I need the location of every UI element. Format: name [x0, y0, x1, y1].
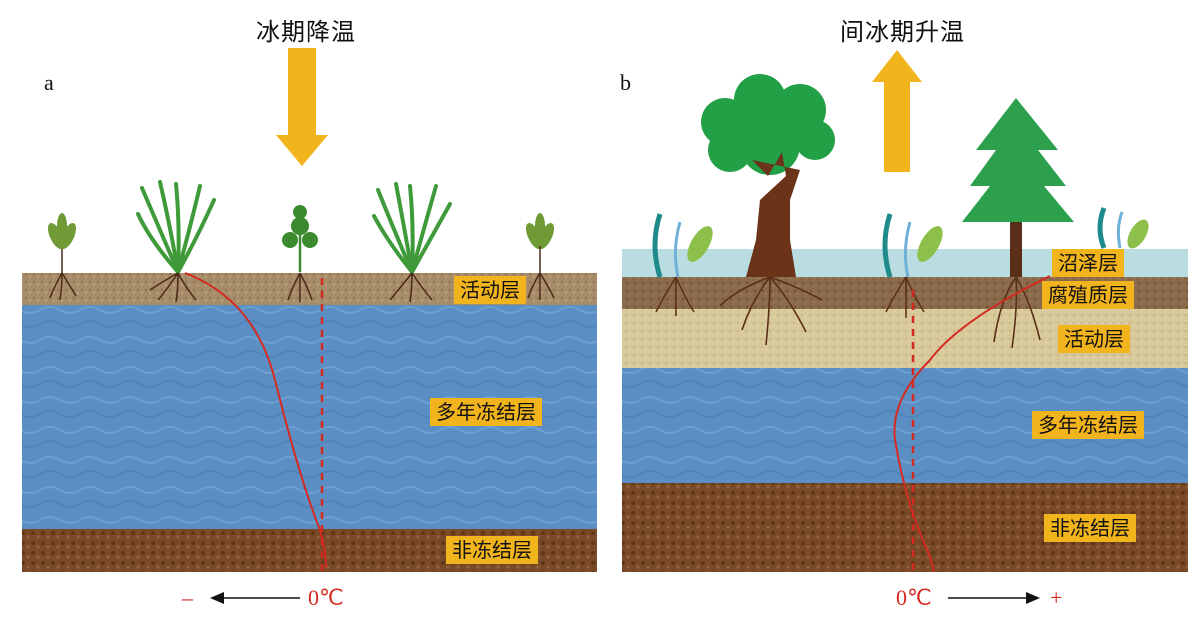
- panel-a-temperature-curve: [184, 272, 327, 569]
- panel-a-cooling-arrow: [276, 48, 328, 166]
- panel-b-label-unfrozen: 非冻结层: [1044, 514, 1136, 542]
- panel-a-axis-zero: 0℃: [308, 585, 344, 610]
- panel-b-title: 间冰期升温: [840, 18, 965, 46]
- panel-b-deciduous-tree-roots: [719, 276, 823, 346]
- panel-b-fern-1: [652, 213, 713, 278]
- panel-a-parsley: [282, 205, 318, 248]
- panel-b-fern-1-roots: [655, 276, 695, 316]
- panel-a-plant-small-1-leaves: [47, 213, 77, 249]
- panel-b-label-permafrost: 多年冻结层: [1032, 411, 1144, 439]
- panel-b-axis-plus: +: [1050, 585, 1063, 610]
- panel-a-grass-1-roots: [149, 272, 197, 303]
- panel-a-grass-1: [136, 180, 216, 274]
- panel-a-title: 冰期降温: [256, 18, 356, 46]
- panel-b-label-swamp: 沼泽层: [1052, 249, 1124, 277]
- panel-b-axis-arrowhead: [1026, 592, 1040, 604]
- panel-b-fern-2: [882, 213, 943, 278]
- panel-a-plant-small-1: [49, 246, 77, 301]
- panel-a-grass-2: [372, 182, 452, 274]
- panel-b-fern-2-roots: [885, 276, 925, 318]
- panel-b-temperature-curve: [893, 275, 1051, 573]
- panel-b-axis-zero: 0℃: [896, 585, 932, 610]
- panel-b-conifer-tree: [962, 98, 1074, 277]
- panel-b-warming-arrow: [872, 50, 922, 172]
- panel-b-fern-3: [1097, 207, 1149, 249]
- panel-a-label-unfrozen: 非冻结层: [446, 536, 538, 564]
- panel-b-deciduous-tree: [701, 74, 835, 277]
- panel-a-label-permafrost: 多年冻结层: [430, 398, 542, 426]
- panel-a-letter: a: [44, 70, 54, 95]
- panel-b-letter: b: [620, 70, 631, 95]
- panel-b-label-active: 活动层: [1058, 325, 1130, 353]
- panel-b-label-humus: 腐殖质层: [1042, 281, 1134, 309]
- panel-b-conifer-roots: [993, 276, 1041, 349]
- panel-a-plant-small-2: [525, 213, 555, 249]
- panel-a-plant-small-2-stem: [527, 246, 555, 300]
- panel-a-parsley-roots: [287, 272, 313, 302]
- panel-a-axis-arrowhead: [210, 592, 224, 604]
- panel-a-axis-minus: –: [182, 585, 193, 610]
- panel-a-label-active: 活动层: [454, 276, 526, 304]
- panel-a-grass-2-roots: [389, 272, 433, 303]
